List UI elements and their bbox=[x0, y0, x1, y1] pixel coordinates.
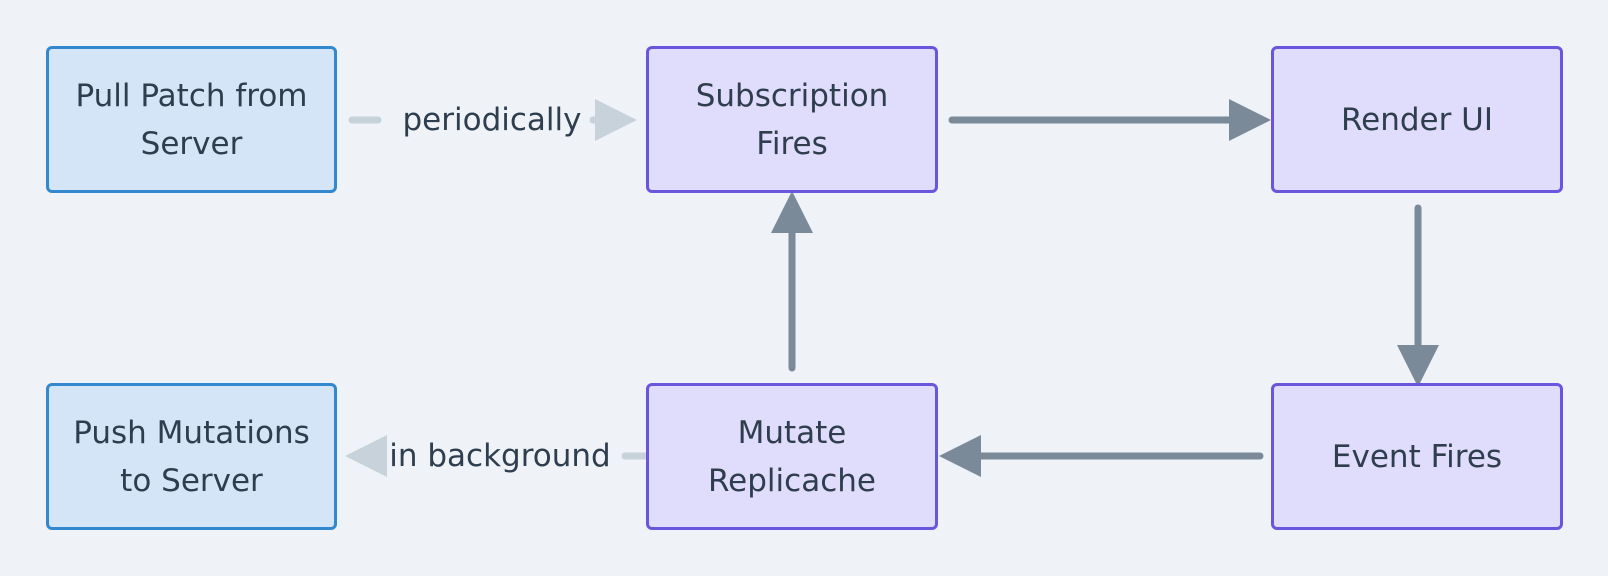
edge-label-in-background: in background bbox=[389, 438, 611, 474]
node-render-ui-label: Render UI bbox=[1340, 101, 1494, 138]
edge-label-periodically: periodically bbox=[402, 102, 582, 138]
node-event-fires-label: Event Fires bbox=[1331, 438, 1503, 475]
node-mutate-replicache: Mutate Replicache bbox=[646, 383, 938, 530]
node-mutate-replicache-label: Mutate Replicache bbox=[708, 414, 876, 499]
node-push-mutations-label: Push Mutations to Server bbox=[73, 414, 310, 499]
node-event-fires: Event Fires bbox=[1271, 383, 1563, 530]
node-subscription-fires: Subscription Fires bbox=[646, 46, 938, 193]
node-render-ui: Render UI bbox=[1271, 46, 1563, 193]
node-push-mutations: Push Mutations to Server bbox=[46, 383, 337, 530]
node-pull-patch-label: Pull Patch from Server bbox=[75, 77, 308, 162]
node-pull-patch: Pull Patch from Server bbox=[46, 46, 337, 193]
node-subscription-fires-label: Subscription Fires bbox=[695, 77, 889, 162]
